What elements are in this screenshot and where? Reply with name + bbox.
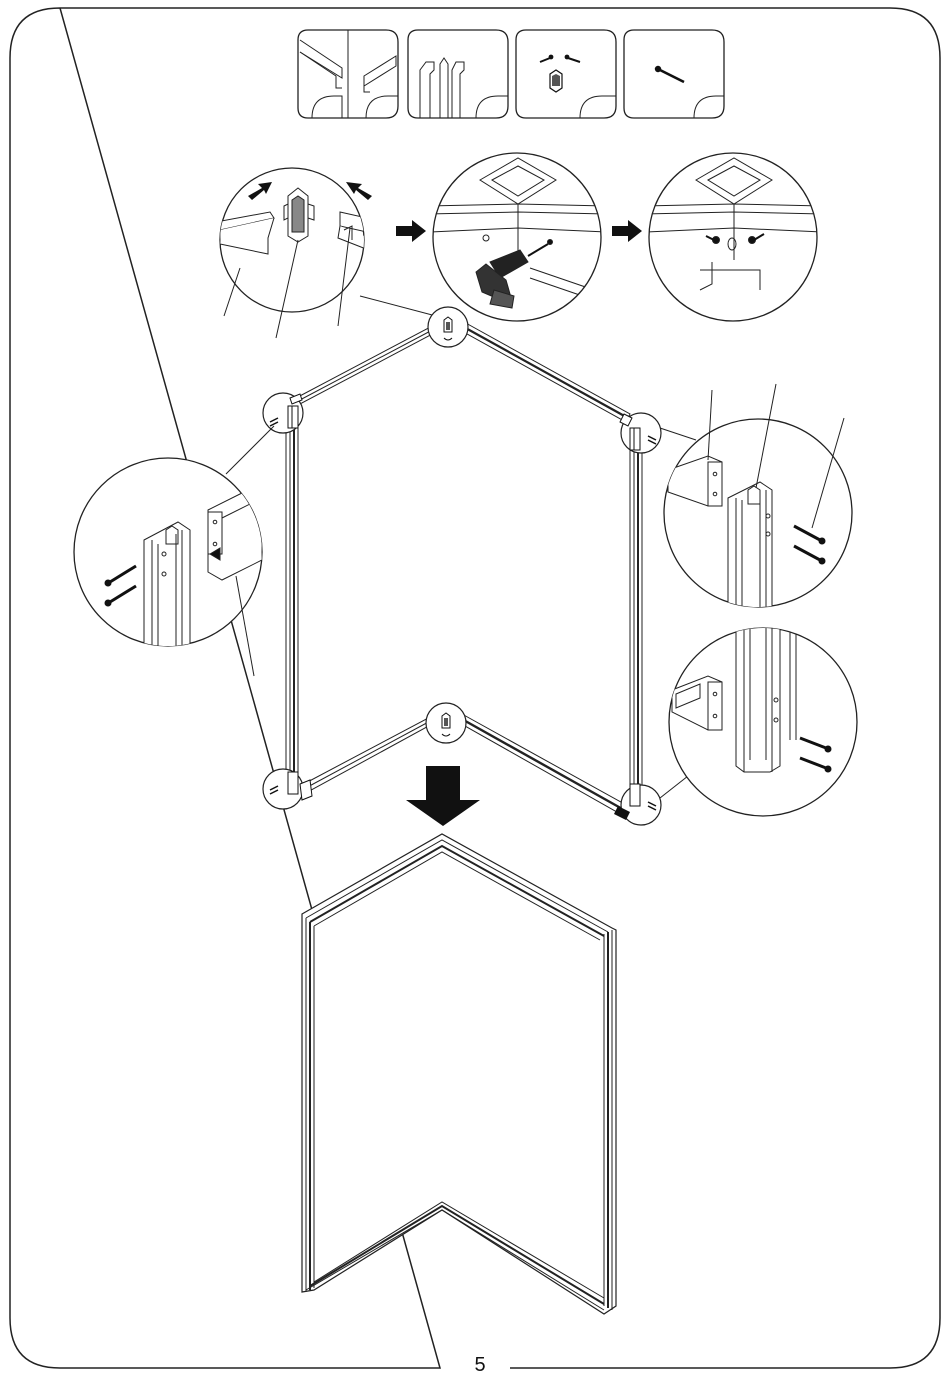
screw-icon	[624, 30, 724, 118]
left-post-rail-screw-detail	[74, 458, 262, 676]
joint-marker-bottom-left	[263, 769, 312, 809]
leader-line	[226, 426, 274, 474]
corner-connector-screws-icon	[516, 30, 616, 118]
step-drill-detail	[430, 153, 606, 321]
right-upper-post-rail-screw-detail	[664, 384, 852, 620]
assembled-frame	[302, 834, 616, 1314]
joint-marker-bottom-center	[426, 703, 466, 743]
joint-marker-top-right	[620, 413, 661, 453]
step-insert-connector-detail	[216, 168, 384, 338]
joint-marker-bottom-right	[614, 784, 661, 825]
exploded-frame	[286, 322, 642, 816]
leader-line	[660, 776, 688, 798]
down-arrow-icon	[406, 766, 480, 826]
step-screwed-detail	[646, 153, 822, 321]
rail-profile-pieces-icon	[298, 30, 398, 118]
page-number: 5	[455, 1354, 505, 1378]
leader-line	[660, 428, 696, 440]
post-profile-pieces-icon	[408, 30, 508, 118]
joint-marker-top	[428, 307, 468, 347]
right-arrow-icon	[396, 220, 426, 242]
joint-marker-top-left	[263, 393, 303, 433]
right-arrow-icon	[612, 220, 642, 242]
right-lower-post-rail-screw-detail	[669, 620, 857, 816]
